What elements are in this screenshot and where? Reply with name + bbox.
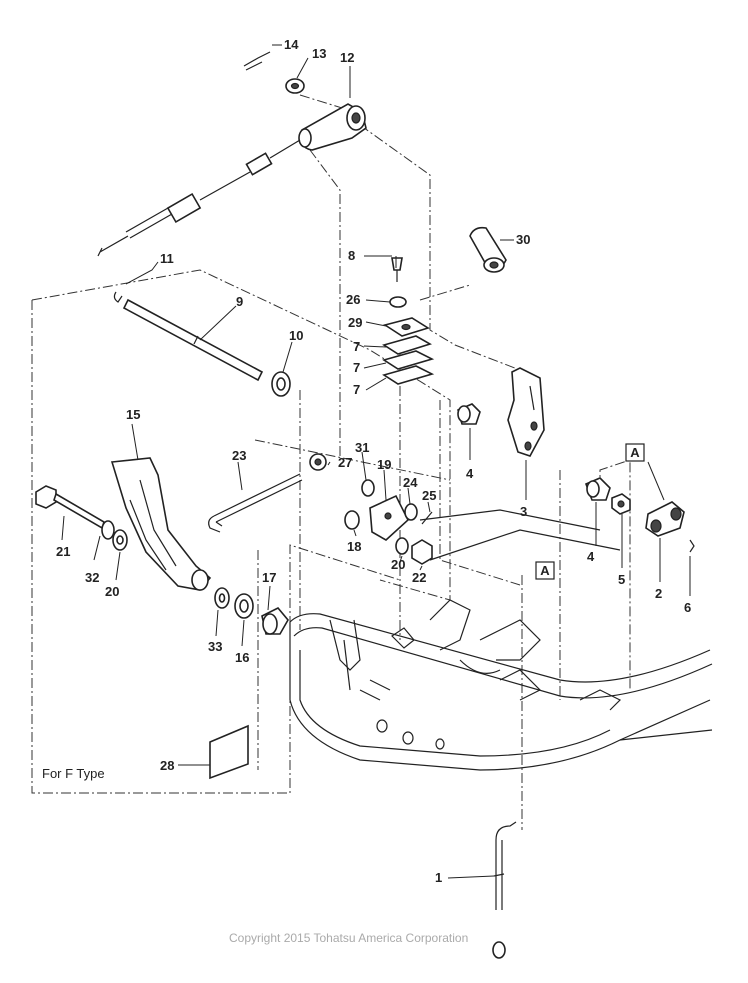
part-16-washer xyxy=(234,593,254,619)
engine-frame xyxy=(289,509,713,771)
part-6-clip xyxy=(689,539,695,553)
leader-lines xyxy=(61,44,691,879)
label-14: 14 xyxy=(284,37,299,52)
part-25-pin xyxy=(421,511,433,525)
label-32: 32 xyxy=(85,570,99,585)
part-26-washer xyxy=(389,296,407,308)
label-30: 30 xyxy=(516,232,530,247)
label-18: 18 xyxy=(347,539,361,554)
part-15-bracket xyxy=(110,457,212,591)
part-4-bushing-b xyxy=(584,477,611,501)
label-7a: 7 xyxy=(353,339,360,354)
ref-mark-a-lower: A xyxy=(535,561,555,580)
label-22: 22 xyxy=(412,570,426,585)
part-1-rod xyxy=(492,821,517,959)
part-21-bolt xyxy=(35,485,105,530)
part-12-cable-joint xyxy=(298,103,367,151)
label-3: 3 xyxy=(520,504,527,519)
label-4a: 4 xyxy=(466,466,474,481)
label-9: 9 xyxy=(236,294,243,309)
label-20b: 20 xyxy=(391,557,405,572)
part-27-nut xyxy=(309,453,327,471)
label-7c: 7 xyxy=(353,382,360,397)
label-20a: 20 xyxy=(105,584,119,599)
part-23-rod xyxy=(208,473,303,533)
ref-mark-a-upper: A xyxy=(625,443,645,462)
ref-mark-label: A xyxy=(630,445,640,460)
label-25: 25 xyxy=(422,488,436,503)
label-7b: 7 xyxy=(353,360,360,375)
copyright-watermark: Copyright 2015 Tohatsu America Corporati… xyxy=(229,931,468,945)
part-4-bushing-a xyxy=(457,403,481,425)
part-22-nut xyxy=(411,539,433,565)
label-13: 13 xyxy=(312,46,326,61)
part-24-washer xyxy=(404,503,418,521)
label-23: 23 xyxy=(232,448,246,463)
part-29-plate xyxy=(383,317,430,337)
label-33: 33 xyxy=(208,639,222,654)
label-5: 5 xyxy=(618,572,625,587)
part-8-bolt xyxy=(391,257,403,282)
label-6: 6 xyxy=(684,600,691,615)
label-24: 24 xyxy=(403,475,418,490)
part-2-joint xyxy=(645,501,685,537)
part-3-lever xyxy=(507,367,545,457)
label-28: 28 xyxy=(160,758,174,773)
part-10-washer xyxy=(271,371,291,397)
part-33-washer xyxy=(214,587,230,609)
label-19: 19 xyxy=(377,457,391,472)
part-32-washer xyxy=(101,520,115,540)
ref-mark-label: A xyxy=(540,563,550,578)
part-20-washer-b xyxy=(395,537,409,555)
part-labels: 14 13 12 8 30 11 26 9 29 10 7 7 7 15 31 … xyxy=(56,37,691,885)
label-10: 10 xyxy=(289,328,303,343)
label-21: 21 xyxy=(56,544,70,559)
label-1: 1 xyxy=(435,870,442,885)
part-9-shaft xyxy=(122,298,264,382)
label-16: 16 xyxy=(235,650,249,665)
part-14-clip xyxy=(243,51,271,71)
part-13-washer xyxy=(285,78,305,94)
part-28-plate xyxy=(209,724,249,780)
part-5-nut xyxy=(611,493,631,515)
part-31-washer xyxy=(361,479,375,497)
label-29: 29 xyxy=(348,315,362,330)
part-11-clip xyxy=(113,291,123,303)
part-20-washer-a xyxy=(112,529,128,551)
throttle-cable xyxy=(97,139,301,257)
part-7-shims xyxy=(382,335,435,385)
part-17-bushing xyxy=(261,607,289,635)
label-27: 27 xyxy=(338,455,352,470)
for-f-type-note: For F Type xyxy=(42,766,105,781)
label-4b: 4 xyxy=(587,549,595,564)
label-15: 15 xyxy=(126,407,140,422)
label-12: 12 xyxy=(340,50,354,65)
label-8: 8 xyxy=(348,248,355,263)
label-11: 11 xyxy=(160,251,174,266)
part-19-plate xyxy=(369,494,409,541)
part-18-washer xyxy=(344,510,360,530)
label-26: 26 xyxy=(346,292,360,307)
label-2: 2 xyxy=(655,586,662,601)
label-31: 31 xyxy=(355,440,369,455)
label-17: 17 xyxy=(262,570,276,585)
part-30-tube xyxy=(469,226,507,273)
